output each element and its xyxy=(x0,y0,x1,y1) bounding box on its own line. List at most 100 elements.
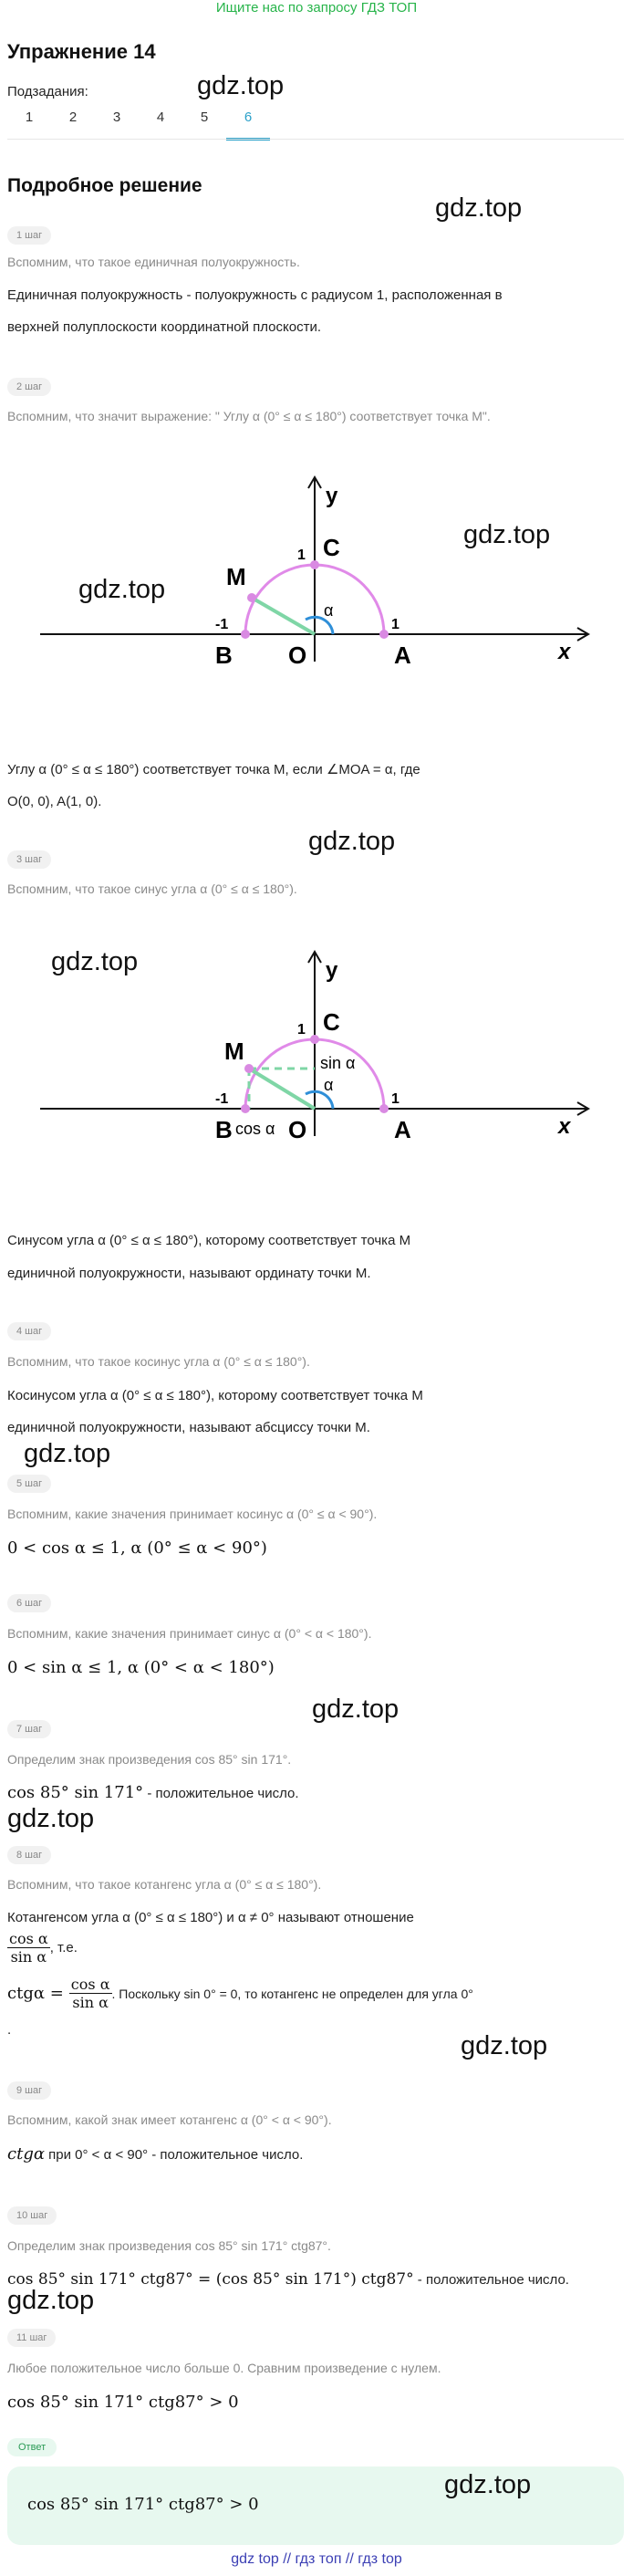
step-hint: Вспомним, что такое котангенс угла α (0°… xyxy=(7,1877,322,1892)
ctg-fraction: cos α sin α xyxy=(68,1976,112,2011)
tab-5[interactable]: 5 xyxy=(200,110,209,125)
step-badge: 3 шаг xyxy=(7,850,52,869)
point-b xyxy=(241,1104,250,1113)
watermark: gdz.top xyxy=(308,827,396,856)
tab-6[interactable]: 6 xyxy=(226,110,270,141)
tab-4[interactable]: 4 xyxy=(156,110,165,125)
y-arrow-icon xyxy=(307,950,322,964)
tab-1[interactable]: 1 xyxy=(25,110,34,125)
step-math: 0 < sin α ≤ 1, α (0° < α < 180°) xyxy=(7,1658,275,1677)
label-c: C xyxy=(323,534,340,561)
step-line: cos 85° sin 171° - положительное число. xyxy=(7,1783,299,1803)
label-alpha: α xyxy=(324,1076,333,1094)
step-text: единичной полуокружности, называют ордин… xyxy=(7,1266,371,1281)
label-a: A xyxy=(394,641,411,669)
label-one-right: 1 xyxy=(391,617,400,632)
label-cos: cos α xyxy=(235,1120,275,1138)
step-hint: Вспомним, какой знак имеет котангенс α (… xyxy=(7,2112,332,2127)
step-hint: Любое положительное число больше 0. Срав… xyxy=(7,2361,441,2375)
x-arrow-icon xyxy=(576,1101,590,1116)
label-m: M xyxy=(224,1038,244,1065)
label-alpha: α xyxy=(324,601,333,620)
fraction-line: cos α sin α , т.е. xyxy=(7,1930,78,1966)
step-line: ctgα при 0° < α < 90° - положительное чи… xyxy=(7,2144,303,2164)
x-arrow-icon xyxy=(576,627,590,641)
label-x: x xyxy=(556,640,572,664)
step-badge: 2 шаг xyxy=(7,378,52,396)
subtasks-label: Подзадания: xyxy=(7,84,88,99)
point-a xyxy=(379,630,389,639)
subtask-tabs: 1 2 3 4 5 6 xyxy=(7,110,270,141)
step-hint: Определим знак произведения cos 85° sin … xyxy=(7,2238,331,2253)
label-one-top: 1 xyxy=(297,548,306,563)
label-x: x xyxy=(556,1114,572,1139)
label-minus-one: -1 xyxy=(215,1091,228,1107)
step-hint: Вспомним, что такое единичная полуокружн… xyxy=(7,255,300,269)
fraction-numerator: cos α xyxy=(7,1930,50,1948)
watermark: gdz.top xyxy=(461,2031,548,2060)
answer-box xyxy=(7,2466,624,2545)
step-hint: Вспомним, что значит выражение: " Углу α… xyxy=(7,409,491,423)
label-minus-one: -1 xyxy=(215,617,228,632)
unit-semicircle-diagram: y x C M B O A 1 -1 1 α xyxy=(40,475,590,669)
step-text: при 0° < α < 90° - положительное число. xyxy=(45,2147,304,2163)
step-text: Единичная полуокружность - полуокружност… xyxy=(7,287,503,303)
tab-2[interactable]: 2 xyxy=(68,110,78,125)
footer-links[interactable]: gdz top // гдз топ // гдз top xyxy=(231,2551,402,2567)
step-hint: Вспомним, какие значения принимает синус… xyxy=(7,1626,372,1641)
step-badge: 6 шаг xyxy=(7,1594,52,1612)
step-text: . Поскольку sin 0° = 0, то котангенс не … xyxy=(111,1986,473,2001)
step-text: Косинусом угла α (0° ≤ α ≤ 180°), которо… xyxy=(7,1388,423,1403)
point-b xyxy=(241,630,250,639)
watermark: gdz.top xyxy=(7,1804,95,1833)
fraction-suffix: , т.е. xyxy=(49,1939,78,1955)
step-math: ctgα xyxy=(7,2144,45,2164)
step-line: cos 85° sin 171° ctg87° = (cos 85° sin 1… xyxy=(7,2270,569,2289)
step-badge: 5 шаг xyxy=(7,1475,52,1493)
watermark: gdz.top xyxy=(51,947,139,976)
step-hint: Вспомним, что такое косинус угла α (0° ≤… xyxy=(7,1354,310,1369)
point-a xyxy=(379,1104,389,1113)
label-b: B xyxy=(215,1116,233,1143)
step-badge: 9 шаг xyxy=(7,2081,52,2100)
top-link[interactable]: Ищите нас по запросу ГДЗ ТОП xyxy=(215,0,418,16)
fraction-numerator: cos α xyxy=(68,1976,112,1994)
ctg-line: ctgα = cos α sin α . Поскольку sin 0° = … xyxy=(7,1976,473,2011)
step-math: 0 < cos α ≤ 1, α (0° ≤ α < 90°) xyxy=(7,1538,267,1558)
label-c: C xyxy=(323,1008,340,1036)
tab-3[interactable]: 3 xyxy=(112,110,121,125)
step-math: cos 85° sin 171° ctg87° = (cos 85° sin 1… xyxy=(7,2270,414,2289)
answer-math: cos 85° sin 171° ctg87° > 0 xyxy=(27,2495,259,2514)
point-m xyxy=(244,1064,254,1073)
label-o: O xyxy=(288,641,306,669)
step-badge: 1 шаг xyxy=(7,226,52,245)
radius-om xyxy=(250,596,316,636)
step-badge: 4 шаг xyxy=(7,1322,52,1340)
radius-om xyxy=(247,1067,316,1111)
angle-arc xyxy=(305,615,335,635)
point-m xyxy=(247,593,256,602)
watermark: gdz.top xyxy=(78,575,166,604)
fraction: cos α sin α xyxy=(7,1930,50,1966)
step-text: Котангенсом угла α (0° ≤ α ≤ 180°) и α ≠… xyxy=(7,1910,414,1925)
watermark: gdz.top xyxy=(435,193,523,223)
label-y: y xyxy=(326,484,338,508)
tabs-divider xyxy=(7,139,624,140)
label-b: B xyxy=(215,641,233,669)
step-badge: 11 шаг xyxy=(7,2329,57,2347)
sine-cosine-diagram: y x C M B O A 1 -1 1 α sin α cos α xyxy=(40,950,590,1143)
step-math: cos 85° sin 171° xyxy=(7,1783,144,1802)
step-text: - положительное число. xyxy=(143,1786,299,1801)
section-title: Подробное решение xyxy=(7,175,202,196)
watermark: gdz.top xyxy=(197,71,285,100)
fraction-denominator: sin α xyxy=(72,1994,109,2011)
step-math: cos 85° sin 171° ctg87° > 0 xyxy=(7,2393,239,2412)
step-badge: 10 шаг xyxy=(7,2206,57,2225)
step-badge: 8 шаг xyxy=(7,1846,52,1864)
label-one-top: 1 xyxy=(297,1022,306,1038)
watermark: gdz.top xyxy=(463,520,551,549)
step-text: O(0, 0), A(1, 0). xyxy=(7,794,102,809)
label-sin: sin α xyxy=(320,1054,355,1072)
page-title: Упражнение 14 xyxy=(7,40,156,63)
step-text: верхней полуплоскости координатной плоск… xyxy=(7,319,322,335)
